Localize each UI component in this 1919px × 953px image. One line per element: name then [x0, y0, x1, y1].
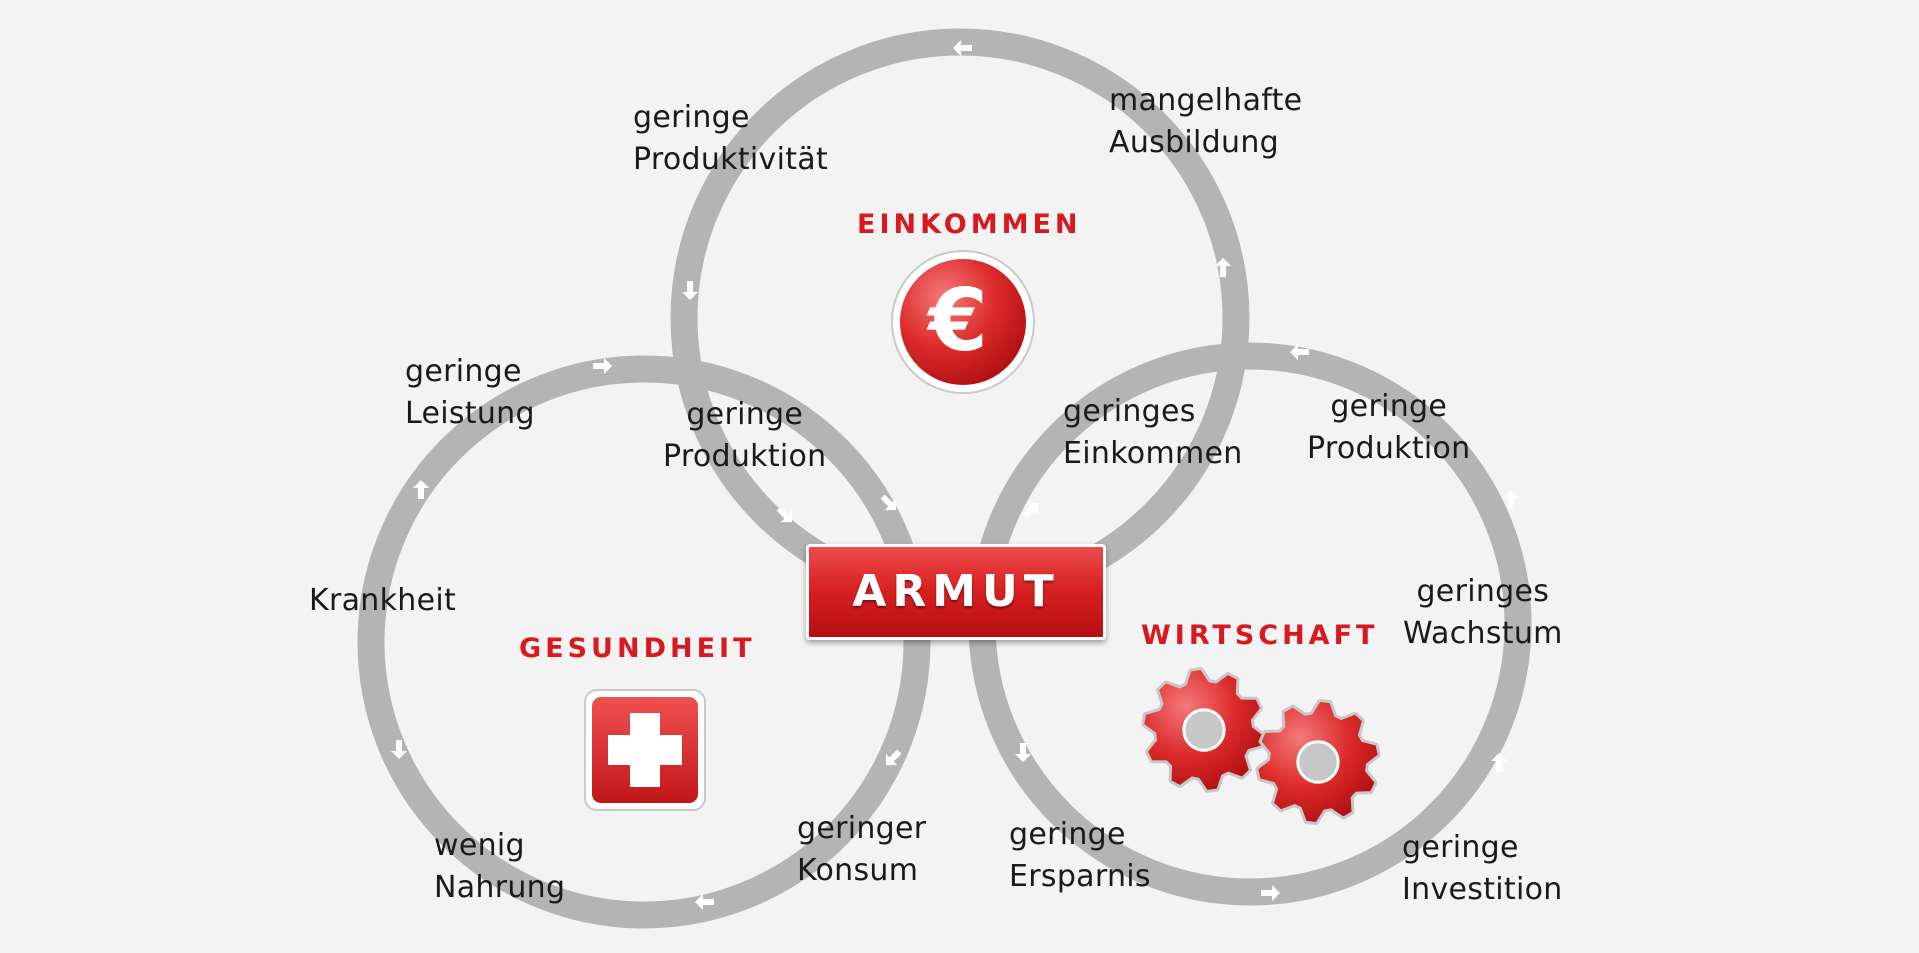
label-krankheit: Krankheit: [309, 583, 457, 618]
gesundheit-cycle-ring: [357, 355, 931, 929]
cycle-arrow: [1261, 885, 1280, 901]
euro-symbol: €: [926, 271, 988, 371]
category-wirtschaft: WIRTSCHAFT: [1141, 620, 1379, 651]
cycle-arrow: [413, 480, 429, 499]
armut-center-box: ARMUT: [806, 544, 1106, 640]
category-einkommen: EINKOMMEN: [857, 209, 1082, 240]
cycle-arrow: [1290, 344, 1309, 360]
cycle-arrow: [885, 749, 902, 766]
cycle-arrows: [391, 40, 1519, 910]
medical-cross-icon: [584, 689, 706, 811]
cycle-arrow: [1503, 490, 1519, 509]
cycle-arrow: [682, 281, 698, 300]
gears-icon: [1141, 667, 1381, 825]
cycle-arrow: [1022, 502, 1039, 519]
cycle-arrow: [880, 494, 897, 511]
category-gesundheit: GESUNDHEIT: [519, 633, 756, 664]
cycle-arrow: [695, 894, 714, 910]
cycle-arrow: [1215, 258, 1231, 277]
euro-icon: €: [891, 250, 1035, 394]
cycle-arrow: [593, 358, 612, 374]
cycle-arrow: [953, 40, 972, 56]
cycle-arrow: [1491, 753, 1507, 772]
cycle-arrow: [1015, 743, 1031, 762]
cycle-arrow: [776, 506, 793, 523]
cycle-arrow: [391, 740, 407, 759]
